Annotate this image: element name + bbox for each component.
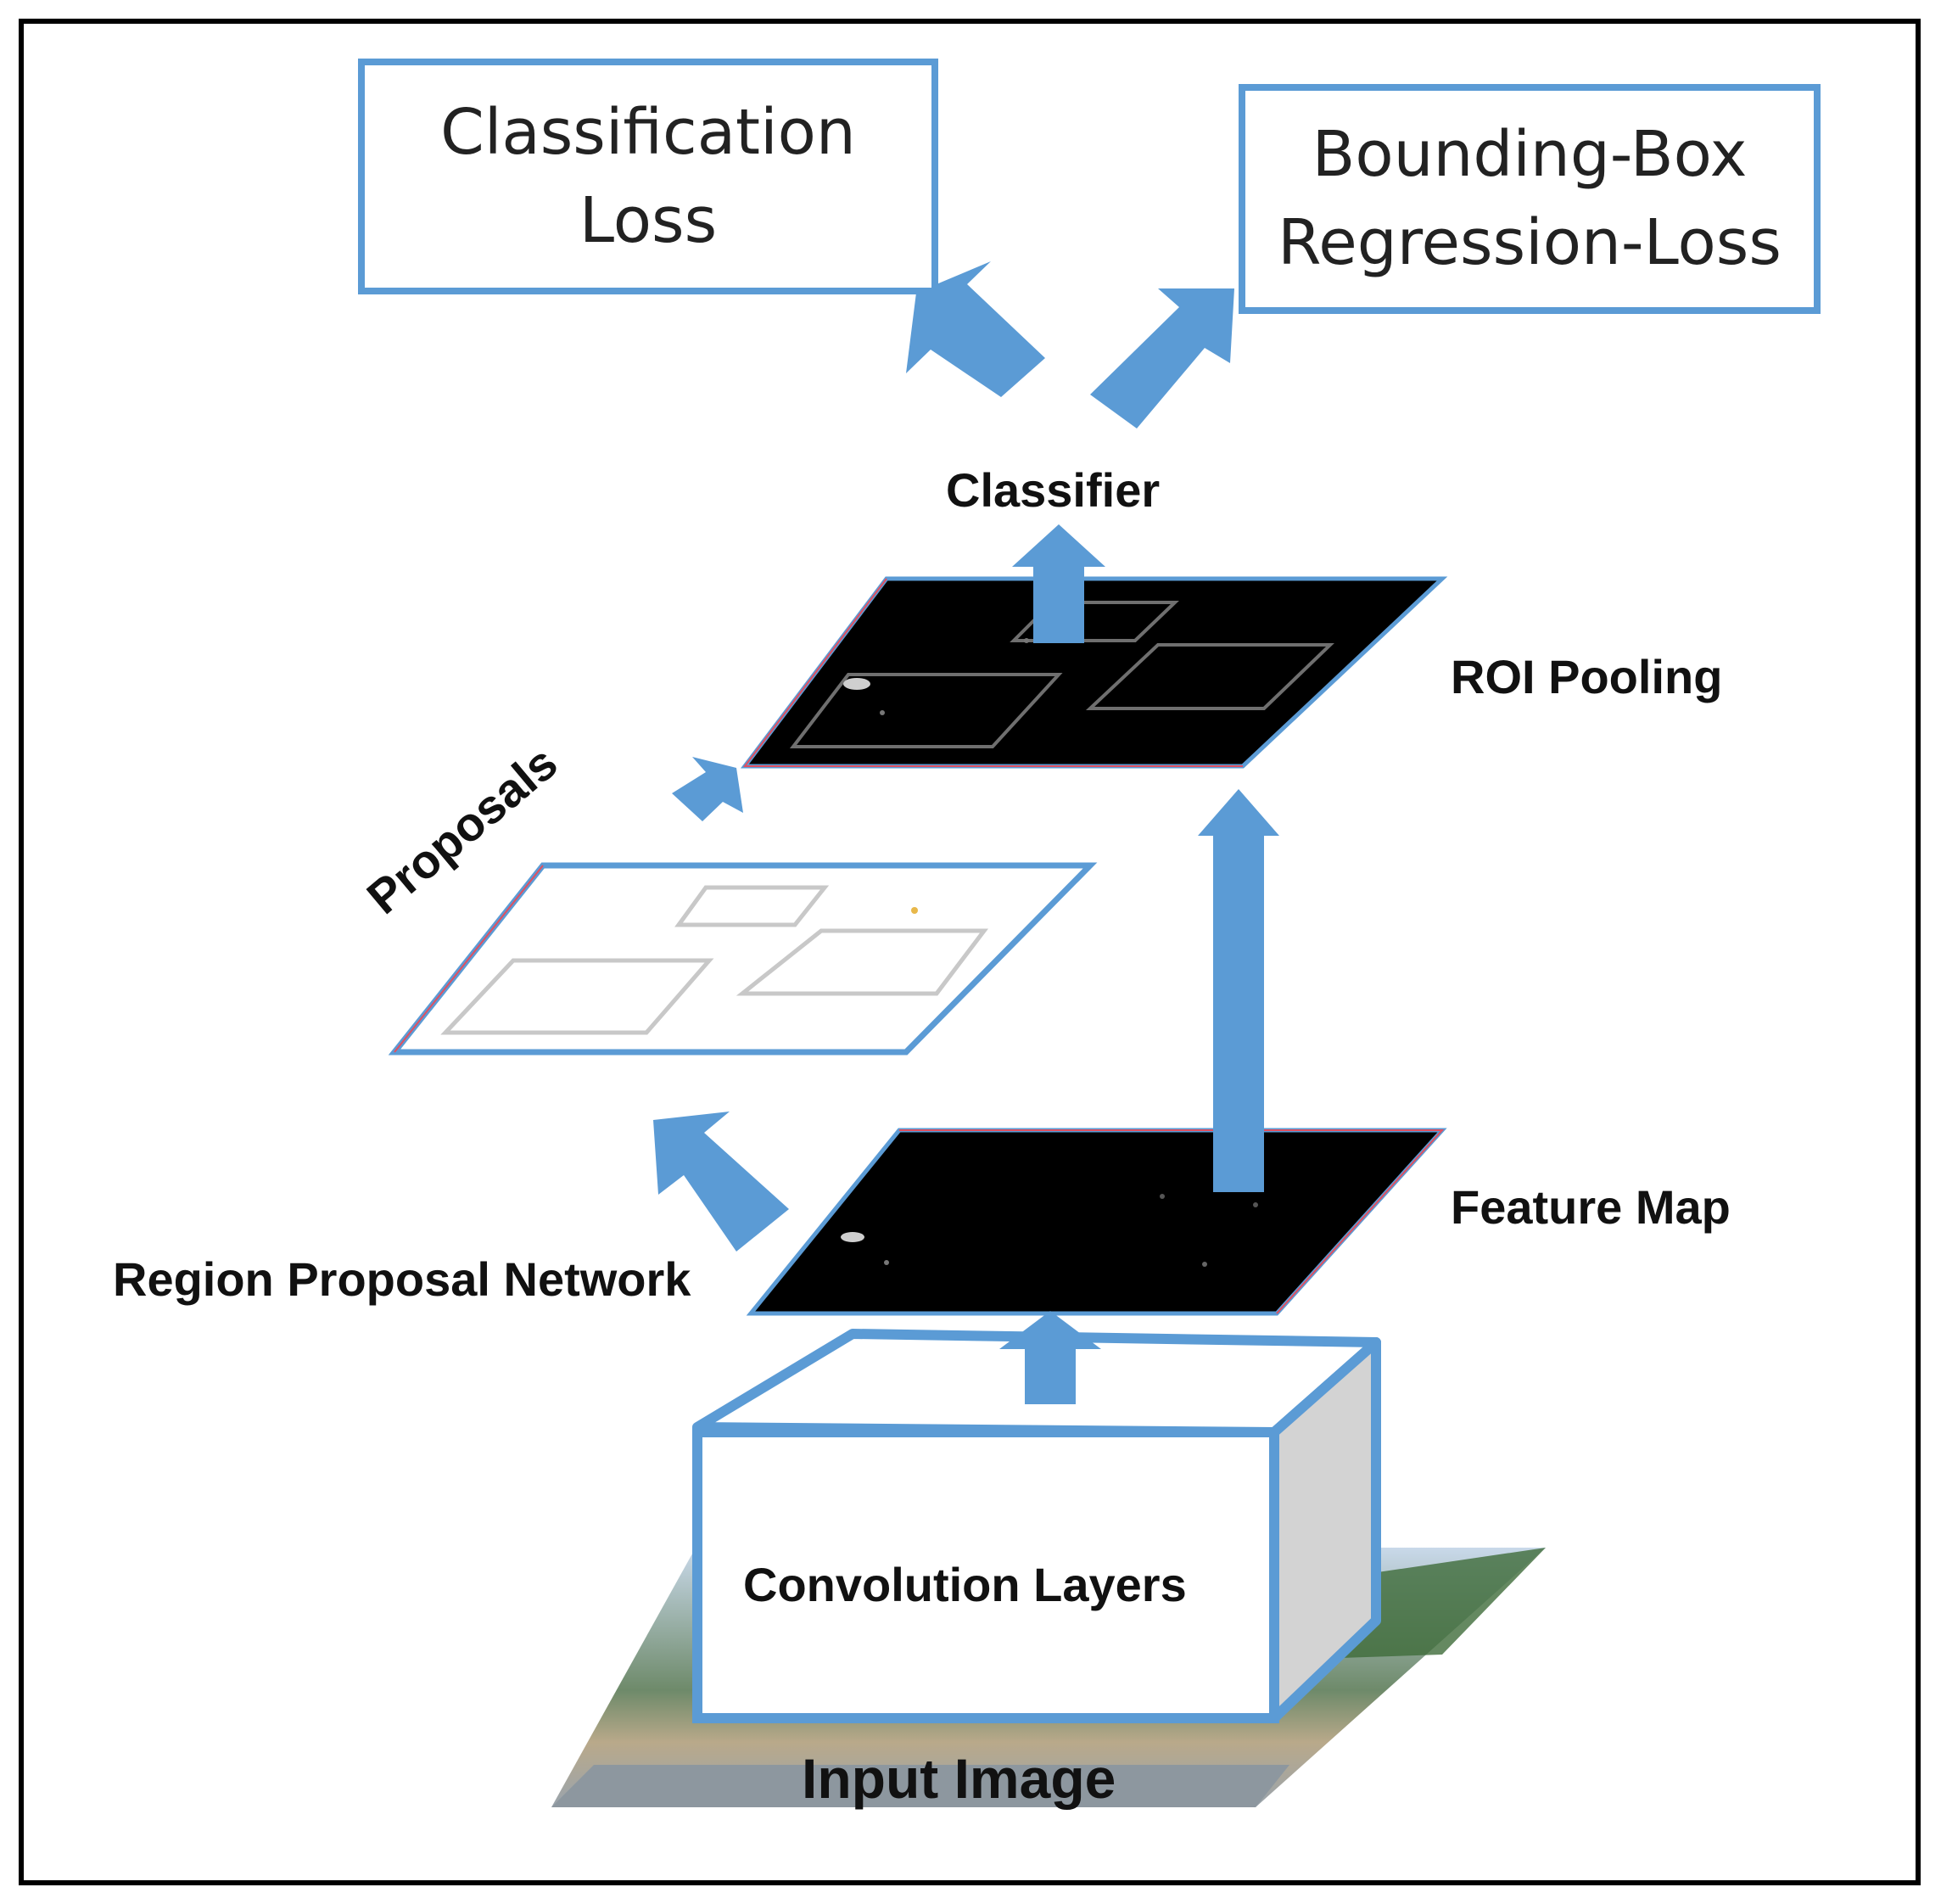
proposal-box-3 xyxy=(736,928,989,996)
bbox-regression-loss-line1: Bounding-Box xyxy=(1312,118,1748,191)
roi-box-2 xyxy=(789,673,1063,748)
bbox-regression-loss-box xyxy=(1239,84,1821,314)
convolution-layers-label: Convolution Layers xyxy=(743,1558,1187,1611)
rpn-label: Region Proposal Network xyxy=(113,1252,691,1306)
classification-loss-box xyxy=(358,59,938,294)
input-image-label: Input Image xyxy=(802,1747,1116,1810)
roi-box-3 xyxy=(1085,643,1334,710)
proposal-box-1 xyxy=(674,885,830,927)
roi-pooling-label: ROI Pooling xyxy=(1451,650,1723,703)
arrow-conv-to-feature xyxy=(999,1311,1101,1404)
arrow-classifier-to-classification xyxy=(906,261,1045,397)
bbox-regression-loss-line2: Regression-Loss xyxy=(1278,206,1782,279)
classification-loss-text: Classification Loss xyxy=(361,88,935,265)
classification-loss-line2: Loss xyxy=(579,184,718,257)
arrow-rpn-to-proposals xyxy=(653,1112,789,1252)
feature-map-label: Feature Map xyxy=(1451,1180,1731,1234)
arrow-proposals-to-roi xyxy=(672,757,743,821)
input-image-road xyxy=(551,1765,1289,1807)
roi-box-1 xyxy=(1010,601,1179,642)
bbox-regression-loss-text: Bounding-Box Regression-Loss xyxy=(1242,110,1817,287)
feature-map-plane xyxy=(746,1128,1447,1316)
arrow-roi-to-classifier xyxy=(1012,524,1105,643)
proposals-plane xyxy=(388,862,1098,1056)
proposal-box-2 xyxy=(440,958,714,1035)
classification-loss-line1: Classification xyxy=(440,96,856,169)
arrow-feature-to-roi xyxy=(1198,789,1279,1192)
classifier-label: Classifier xyxy=(946,463,1161,517)
arrow-classifier-to-bbox xyxy=(1090,288,1234,428)
roi-pooling-plane xyxy=(740,576,1448,769)
conv-box-front xyxy=(692,1427,1279,1723)
